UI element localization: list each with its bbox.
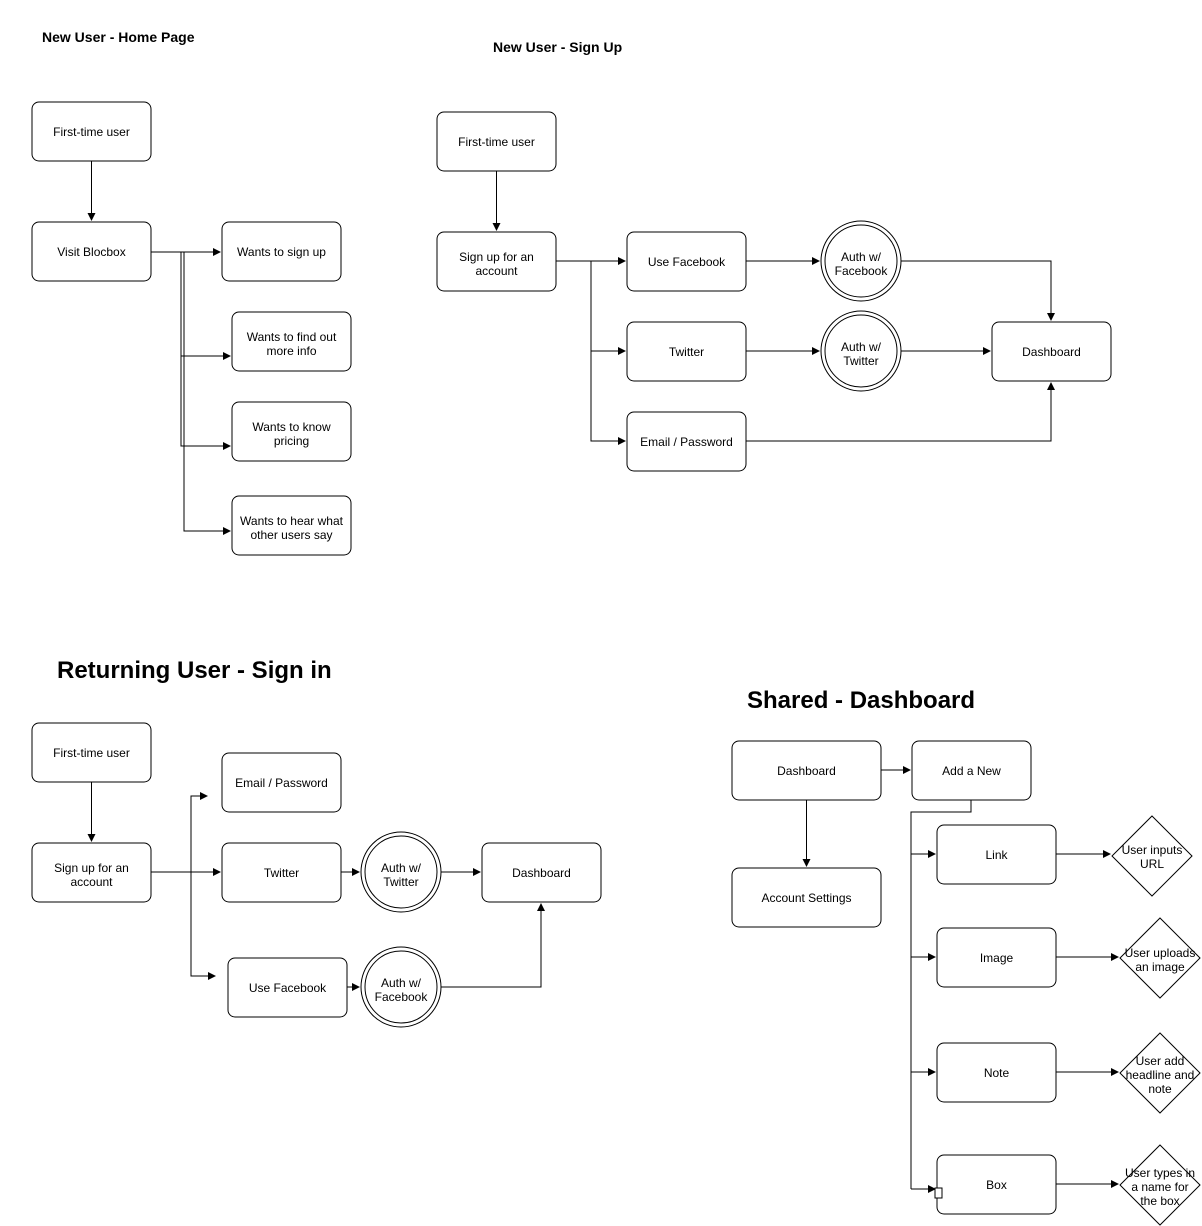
node-label: Twitter: [264, 866, 299, 880]
node-label-line2: Twitter: [383, 875, 418, 889]
node-wants-hear: Wants to hear what other users say: [231, 495, 352, 556]
node-wants-sign-up: Wants to sign up: [221, 221, 342, 282]
section-title-signin: Returning User - Sign in: [57, 657, 332, 684]
section-title-home: New User - Home Page: [42, 29, 195, 45]
node-label-line1: User uploads: [1125, 946, 1196, 960]
node-label-line1: Auth w/: [381, 861, 422, 875]
node-label: Use Facebook: [648, 255, 726, 269]
node-signup-account: Sign up for an account: [436, 231, 557, 292]
node-signup-auth-facebook: Auth w/ Facebook: [820, 220, 902, 302]
edges-signin: [87, 782, 545, 991]
node-label: Dashboard: [1022, 345, 1081, 359]
node-label-line1: Wants to know: [252, 420, 331, 434]
node-home-first-time-user: First-time user: [31, 101, 152, 162]
section-new-user-sign-up: New User - Sign Up First-time user Sign …: [436, 39, 1112, 472]
node-label-line3: note: [1148, 1082, 1172, 1096]
node-label-line2: more info: [266, 344, 316, 358]
node-label-line2: a name for: [1131, 1180, 1188, 1194]
node-dash-image: Image: [936, 927, 1057, 988]
node-label: Use Facebook: [249, 981, 327, 995]
node-signin-use-facebook: Use Facebook: [227, 957, 348, 1018]
node-dash-box: Box: [936, 1154, 1057, 1215]
node-label: Image: [980, 951, 1014, 965]
node-visit-blocbox: Visit Blocbox: [31, 221, 152, 282]
node-label-line1: Sign up for an: [54, 861, 129, 875]
node-label: Wants to sign up: [237, 245, 326, 259]
node-signup-first-time-user: First-time user: [436, 111, 557, 172]
section-new-user-home: New User - Home Page First-time user Vis…: [31, 29, 352, 556]
node-signup-auth-twitter: Auth w/ Twitter: [820, 310, 902, 392]
section-returning-user-sign-in: Returning User - Sign in First-time user…: [31, 657, 602, 1028]
node-label-line2: Twitter: [843, 354, 878, 368]
node-signup-dashboard: Dashboard: [991, 321, 1112, 382]
node-dash-note: Note: [936, 1042, 1057, 1103]
edges-home: [87, 161, 231, 535]
node-wants-find-out: Wants to find out more info: [231, 311, 352, 372]
node-signup-email-password: Email / Password: [626, 411, 747, 472]
node-dash-dashboard: Dashboard: [731, 740, 882, 801]
node-label-line3: the box: [1140, 1194, 1179, 1208]
node-label-line1: Wants to find out: [247, 330, 337, 344]
node-signin-first-time-user: First-time user: [31, 722, 152, 783]
section-title-dashboard: Shared - Dashboard: [747, 687, 975, 714]
node-label-line1: Auth w/: [381, 976, 422, 990]
node-label-line2: other users say: [250, 528, 332, 542]
edge-visit-to-pricing: [180, 252, 231, 450]
node-label-line2: an image: [1135, 960, 1185, 974]
node-label-line1: User inputs: [1122, 843, 1183, 857]
edges-signup: [492, 171, 1055, 445]
node-label-line1: User types in: [1125, 1166, 1195, 1180]
node-label: Box: [986, 1178, 1007, 1192]
edges-dashboard: [802, 766, 1119, 1199]
node-dash-user-add-headline: User add headline and note: [1119, 1032, 1201, 1114]
node-label-line2: Facebook: [375, 990, 429, 1004]
node-signup-twitter: Twitter: [626, 321, 747, 382]
node-signin-account: Sign up for an account: [31, 842, 152, 903]
node-wants-pricing: Wants to know pricing: [231, 401, 352, 462]
node-label-line2: Facebook: [835, 264, 889, 278]
node-label: First-time user: [53, 746, 130, 760]
node-label: Visit Blocbox: [57, 245, 125, 259]
node-dash-user-types-name: User types in a name for the box: [1119, 1144, 1201, 1226]
node-label-line1: Auth w/: [841, 250, 882, 264]
node-label: Twitter: [669, 345, 704, 359]
node-dash-user-uploads-image: User uploads an image: [1119, 917, 1201, 999]
node-signin-auth-twitter: Auth w/ Twitter: [360, 831, 442, 913]
node-signin-twitter: Twitter: [221, 842, 342, 903]
node-label: Add a New: [942, 764, 1001, 778]
node-label-line1: Wants to hear what: [240, 514, 344, 528]
node-dash-add-new: Add a New: [911, 740, 1032, 801]
node-signup-use-facebook: Use Facebook: [626, 231, 747, 292]
node-label: First-time user: [458, 135, 535, 149]
node-label: Note: [984, 1066, 1010, 1080]
node-label-line1: Sign up for an: [459, 250, 534, 264]
section-shared-dashboard: Shared - Dashboard Dashboard Add a New A…: [731, 687, 1201, 1226]
node-label: Link: [985, 848, 1008, 862]
node-label: Account Settings: [761, 891, 851, 905]
node-label: Dashboard: [777, 764, 836, 778]
node-label-line2: pricing: [274, 434, 309, 448]
node-signin-auth-facebook: Auth w/ Facebook: [360, 946, 442, 1028]
node-label-line2: account: [70, 875, 113, 889]
node-dash-account-settings: Account Settings: [731, 867, 882, 928]
node-label: Email / Password: [235, 776, 328, 790]
section-title-signup: New User - Sign Up: [493, 39, 622, 55]
node-signin-dashboard: Dashboard: [481, 842, 602, 903]
node-label: Dashboard: [512, 866, 571, 880]
node-label-line1: Auth w/: [841, 340, 882, 354]
node-label: Email / Password: [640, 435, 733, 449]
node-dash-link: Link: [936, 824, 1057, 885]
edge-visit-to-hear: [183, 252, 231, 535]
node-label: First-time user: [53, 125, 130, 139]
node-label-line1: User add: [1136, 1054, 1185, 1068]
node-signin-email-password: Email / Password: [221, 752, 342, 813]
node-label-line2: URL: [1140, 857, 1164, 871]
node-dash-user-inputs-url: User inputs URL: [1111, 815, 1193, 897]
node-label-line2: account: [475, 264, 518, 278]
node-label-line2: headline and: [1126, 1068, 1195, 1082]
